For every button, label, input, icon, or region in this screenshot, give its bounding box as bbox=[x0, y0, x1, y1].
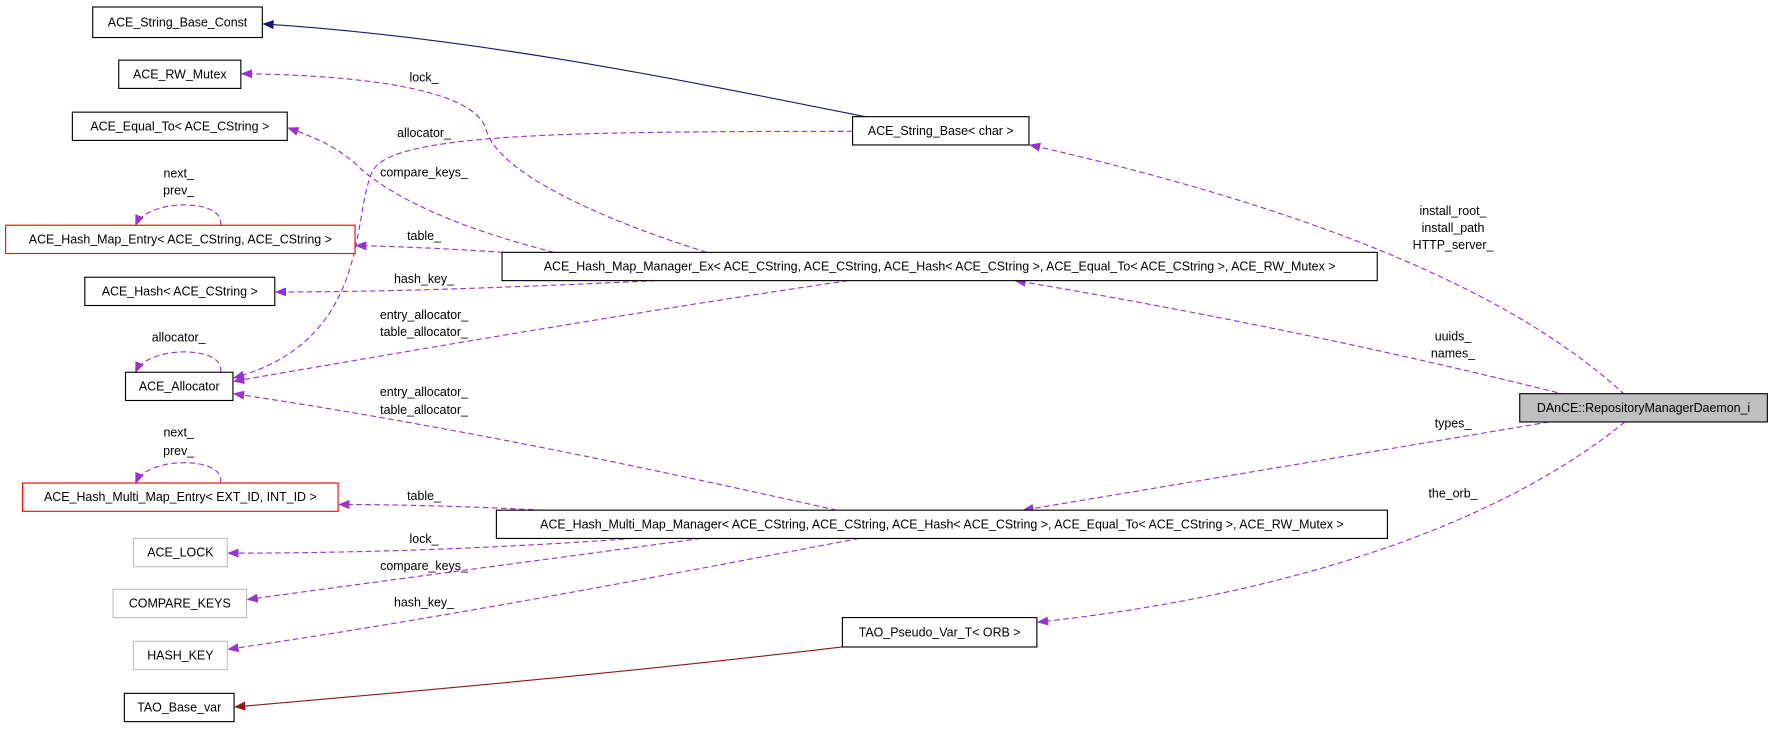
edge-label: table_allocator_ bbox=[380, 325, 469, 339]
node-label: ACE_Allocator bbox=[139, 379, 220, 393]
node-dance-repository-manager-daemon[interactable]: DAnCE::RepositoryManagerDaemon_i bbox=[1519, 393, 1768, 423]
node-label: ACE_Hash_Multi_Map_Entry< EXT_ID, INT_ID… bbox=[44, 490, 317, 504]
node-compare-keys[interactable]: COMPARE_KEYS bbox=[112, 588, 248, 619]
node-ace-rw-mutex[interactable]: ACE_RW_Mutex bbox=[118, 59, 242, 89]
edge-label: compare_keys_ bbox=[380, 559, 469, 573]
node-tao-pseudo-var[interactable]: TAO_Pseudo_Var_T< ORB > bbox=[841, 617, 1038, 648]
edge-label: table_ bbox=[407, 229, 442, 243]
node-label: ACE_Hash< ACE_CString > bbox=[102, 284, 258, 298]
node-ace-hash-multi-map-manager[interactable]: ACE_Hash_Multi_Map_Manager< ACE_CString,… bbox=[495, 509, 1388, 540]
edge-lock bbox=[240, 69, 707, 253]
edge-label: hash_key_ bbox=[394, 272, 455, 286]
edge-multi-hash-key bbox=[227, 537, 860, 653]
edge-types bbox=[1022, 421, 1550, 513]
node-label: TAO_Pseudo_Var_T< ORB > bbox=[859, 625, 1021, 639]
edge-multi-entry-allocator bbox=[232, 390, 837, 511]
node-ace-lock[interactable]: ACE_LOCK bbox=[132, 537, 228, 568]
node-label: DAnCE::RepositoryManagerDaemon_i bbox=[1537, 401, 1750, 415]
edge-multi-table bbox=[338, 499, 543, 511]
edge-entry-table-allocator bbox=[232, 280, 849, 384]
edge-label: hash_key_ bbox=[394, 595, 455, 609]
node-label: ACE_Hash_Multi_Map_Manager< ACE_CString,… bbox=[540, 517, 1343, 531]
edge-inherit-string-base-const bbox=[262, 20, 866, 118]
edge-label: entry_allocator_ bbox=[380, 308, 469, 322]
node-ace-string-base-char[interactable]: ACE_String_Base< char > bbox=[852, 116, 1030, 146]
edge-label: prev_ bbox=[163, 184, 195, 198]
edge-install bbox=[1029, 142, 1626, 396]
node-ace-allocator[interactable]: ACE_Allocator bbox=[124, 371, 234, 402]
node-label: TAO_Base_var bbox=[137, 700, 221, 714]
edge-label: the_orb_ bbox=[1428, 487, 1478, 501]
edge-label: table_allocator_ bbox=[380, 403, 469, 417]
node-ace-hash-map-manager-ex[interactable]: ACE_Hash_Map_Manager_Ex< ACE_CString, AC… bbox=[501, 251, 1378, 282]
node-ace-equal-to[interactable]: ACE_Equal_To< ACE_CString > bbox=[71, 111, 288, 141]
edge-label: lock_ bbox=[410, 71, 440, 85]
edge-allocator-self bbox=[135, 351, 222, 374]
node-label: ACE_LOCK bbox=[147, 546, 214, 560]
node-label: ACE_Hash_Map_Manager_Ex< ACE_CString, AC… bbox=[544, 259, 1336, 273]
node-label: ACE_String_Base_Const bbox=[108, 15, 248, 29]
edge-the-orb bbox=[1036, 421, 1626, 626]
edge-multi-lock bbox=[227, 537, 634, 558]
edge-table bbox=[355, 241, 504, 253]
edge-multi-compare-keys bbox=[246, 537, 702, 603]
edge-labels: lock_ allocator_ compare_keys_ next_ pre… bbox=[152, 71, 1495, 610]
node-label: COMPARE_KEYS bbox=[129, 596, 231, 610]
edge-label: table_ bbox=[407, 489, 442, 503]
node-label: ACE_Hash_Map_Entry< ACE_CString, ACE_CSt… bbox=[29, 232, 332, 246]
node-label: ACE_Equal_To< ACE_CString > bbox=[90, 119, 269, 133]
edge-label: next_ bbox=[163, 426, 194, 440]
node-tao-base-var[interactable]: TAO_Base_var bbox=[123, 692, 235, 723]
edge-label: allocator_ bbox=[152, 331, 207, 345]
edge-allocator bbox=[232, 130, 853, 380]
edge-multi-entry-self bbox=[135, 462, 222, 485]
edge-label: types_ bbox=[1435, 417, 1473, 431]
edge-inherit-tao-base-var bbox=[234, 646, 843, 711]
edge-label: install_path bbox=[1422, 221, 1485, 235]
edge-label: prev_ bbox=[163, 444, 195, 458]
edge-label: compare_keys_ bbox=[380, 166, 469, 180]
edge-label: names_ bbox=[1431, 347, 1476, 361]
edge-uuids-names bbox=[1014, 277, 1567, 396]
edge-label: allocator_ bbox=[397, 126, 452, 140]
node-ace-hash-map-entry[interactable]: ACE_Hash_Map_Entry< ACE_CString, ACE_CSt… bbox=[5, 224, 356, 255]
node-label: ACE_String_Base< char > bbox=[868, 124, 1014, 138]
node-hash-key[interactable]: HASH_KEY bbox=[132, 640, 228, 671]
edges bbox=[135, 20, 1626, 711]
edge-hash-map-entry-self bbox=[135, 204, 222, 227]
node-ace-string-base-const[interactable]: ACE_String_Base_Const bbox=[92, 6, 263, 39]
edge-label: next_ bbox=[163, 167, 194, 181]
node-ace-hash-multi-map-entry[interactable]: ACE_Hash_Multi_Map_Entry< EXT_ID, INT_ID… bbox=[22, 482, 339, 512]
edge-label: HTTP_server_ bbox=[1413, 238, 1495, 252]
edge-label: uuids_ bbox=[1435, 330, 1473, 344]
edge-label: entry_allocator_ bbox=[380, 385, 469, 399]
edge-compare-keys bbox=[287, 127, 555, 253]
edge-hash-key bbox=[274, 280, 656, 297]
edge-label: install_root_ bbox=[1420, 204, 1488, 218]
edge-label: lock_ bbox=[410, 532, 440, 546]
node-label: ACE_RW_Mutex bbox=[133, 67, 227, 81]
node-ace-hash[interactable]: ACE_Hash< ACE_CString > bbox=[84, 276, 276, 307]
node-label: HASH_KEY bbox=[147, 648, 214, 662]
